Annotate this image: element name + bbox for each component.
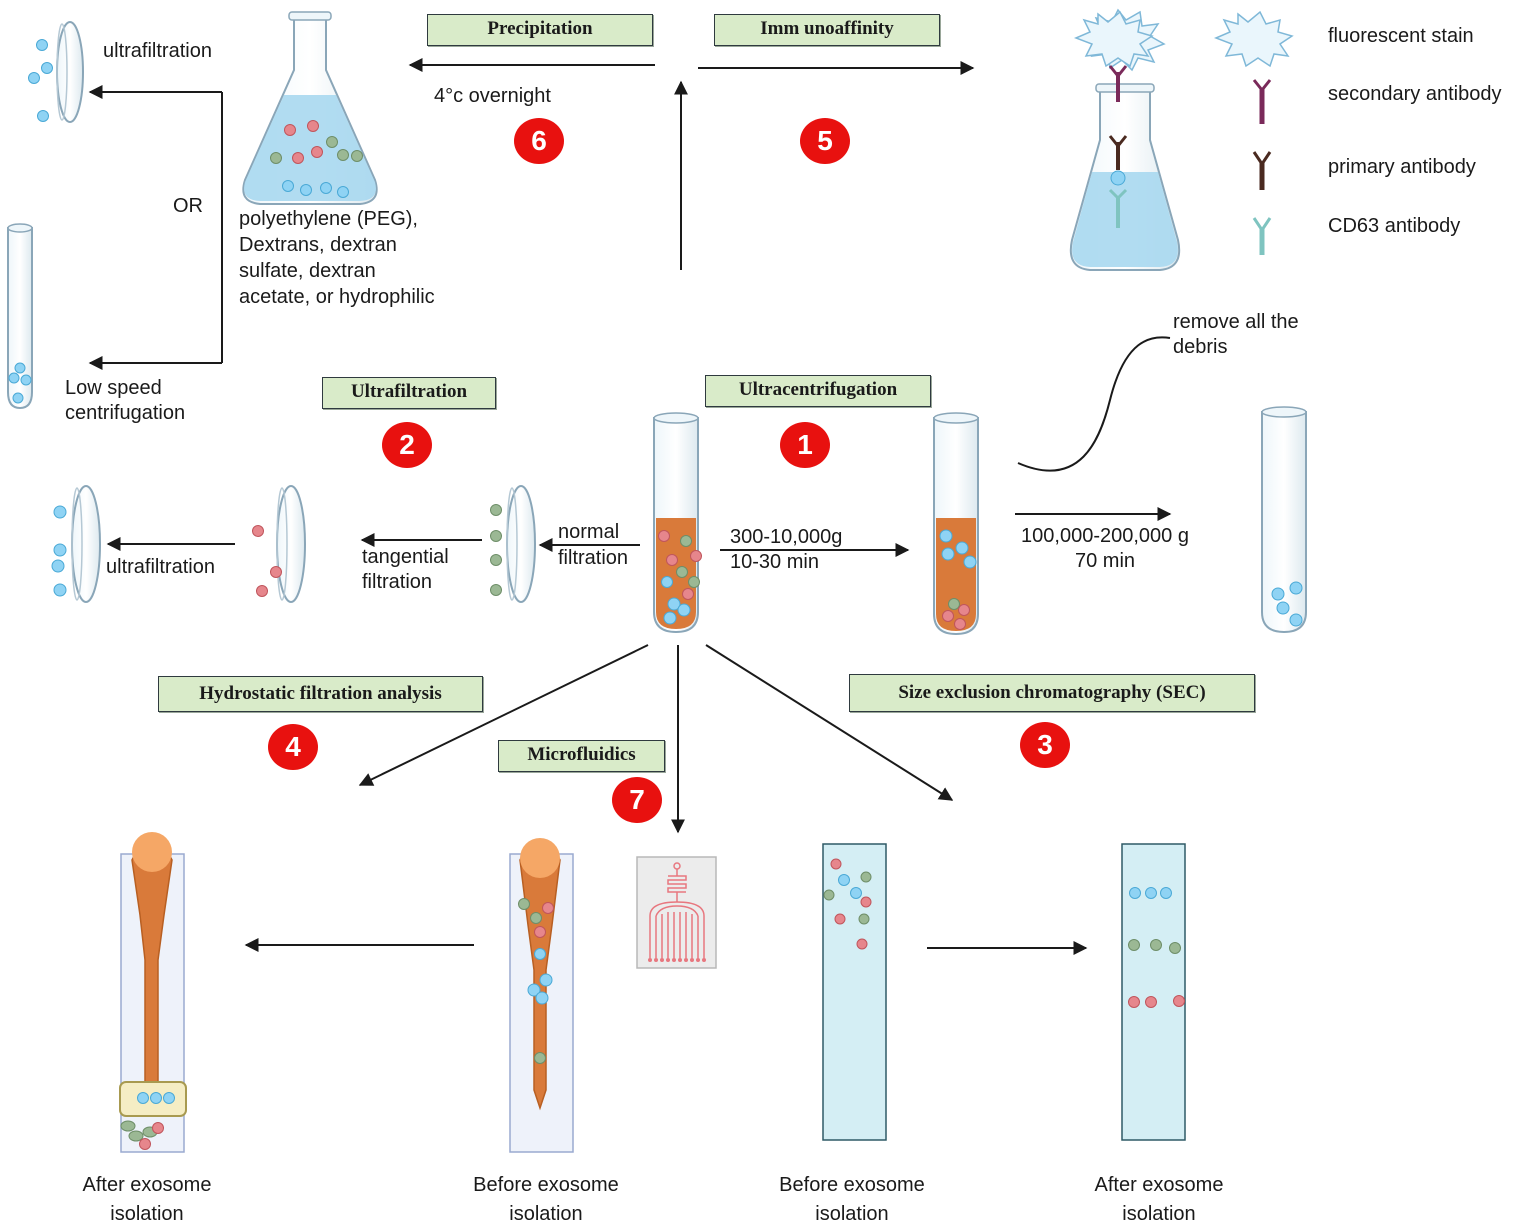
- label-normal-filtration-2: filtration: [558, 547, 629, 569]
- label-ultrafiltration-mid: ultrafiltration: [106, 556, 215, 578]
- sample-tube: [653, 412, 702, 634]
- method-immunoaffinity: Imm unoaffinity: [714, 14, 940, 46]
- filter-disc-ultra: [51, 485, 101, 603]
- sec-column-after: [1121, 843, 1186, 1141]
- label-overnight: 4°c overnight: [434, 85, 551, 107]
- pellet-tube: [1261, 406, 1307, 634]
- low-speed-tube: [7, 223, 33, 410]
- label-low-speed-1: Low speed: [65, 377, 162, 399]
- label-peg-2: Dextrans, dextran: [239, 234, 397, 256]
- caption-before-hydrostatic-2: isolation: [509, 1203, 583, 1225]
- caption-after-hydrostatic-1: After exosome: [82, 1174, 212, 1196]
- label-spin2-time: 70 min: [1074, 550, 1136, 572]
- arrows: [88, 58, 1172, 955]
- label-low-speed-2: centrifugation: [65, 402, 186, 424]
- method-hydrostatic: Hydrostatic filtration analysis: [158, 676, 483, 712]
- label-spin1-time: 10-30 min: [730, 551, 819, 573]
- sec-column-before: [822, 843, 887, 1141]
- hydrostatic-before-device: [509, 838, 574, 1153]
- label-tangential-1: tangential: [362, 546, 449, 568]
- precipitation-flask: [242, 11, 378, 205]
- caption-before-hydrostatic-1: Before exosome: [473, 1174, 619, 1196]
- microfluidic-chip: [636, 856, 717, 969]
- legend-fluorescent-stain: fluorescent stain: [1328, 25, 1474, 47]
- arrow-to-hydrostatic: [358, 644, 649, 786]
- step-badge-3: 3: [1020, 722, 1070, 768]
- legend-icons: [1073, 10, 1294, 255]
- legend-primary-antibody: primary antibody: [1328, 156, 1476, 178]
- step-badge-6: 6: [514, 118, 564, 164]
- star-burst-icon: [1073, 10, 1154, 68]
- hydrostatic-after-device: [119, 832, 187, 1153]
- debris-curve: [1017, 336, 1171, 472]
- filter-disc-normal: [490, 485, 536, 603]
- label-remove-debris-2: debris: [1173, 336, 1228, 358]
- label-spin1-speed: 300-10,000g: [730, 526, 843, 548]
- step-badge-5: 5: [800, 118, 850, 164]
- label-peg-4: acetate, or hydrophilic: [239, 286, 435, 308]
- label-peg-3: sulfate, dextran: [239, 260, 376, 282]
- method-ultrafiltration: Ultrafiltration: [322, 377, 496, 409]
- label-spin2-speed: 100,000-200,000 g: [1021, 525, 1189, 547]
- label-peg-1: polyethylene (PEG),: [239, 208, 418, 230]
- step-badge-2: 2: [382, 422, 432, 468]
- caption-after-hydrostatic-2: isolation: [110, 1203, 184, 1225]
- step-badge-7: 7: [612, 777, 662, 823]
- label-tangential-2: filtration: [362, 571, 433, 593]
- filter-disc-top: [28, 21, 84, 123]
- caption-after-sec-1: After exosome: [1094, 1174, 1224, 1196]
- filter-disc-tangential: [252, 485, 306, 603]
- centrifuged-tube: [933, 412, 979, 636]
- arrow-to-sec: [705, 644, 954, 801]
- method-ultracentrifugation: Ultracentrifugation: [705, 375, 931, 407]
- label-remove-debris-1: remove all the: [1173, 311, 1299, 333]
- label-or: OR: [173, 195, 203, 217]
- step-badge-1: 1: [780, 422, 830, 468]
- caption-after-sec-2: isolation: [1122, 1203, 1196, 1225]
- method-precipitation: Precipitation: [427, 14, 653, 46]
- legend-cd63-antibody: CD63 antibody: [1328, 215, 1461, 237]
- caption-before-sec-1: Before exosome: [779, 1174, 925, 1196]
- step-badge-4: 4: [268, 724, 318, 770]
- method-sec: Size exclusion chromatography (SEC): [849, 674, 1255, 712]
- caption-before-sec-2: isolation: [815, 1203, 889, 1225]
- method-microfluidics: Microfluidics: [498, 740, 665, 772]
- label-ultrafiltration-top: ultrafiltration: [103, 40, 212, 62]
- label-normal-filtration-1: normal: [558, 521, 620, 543]
- legend-secondary-antibody: secondary antibody: [1328, 83, 1502, 105]
